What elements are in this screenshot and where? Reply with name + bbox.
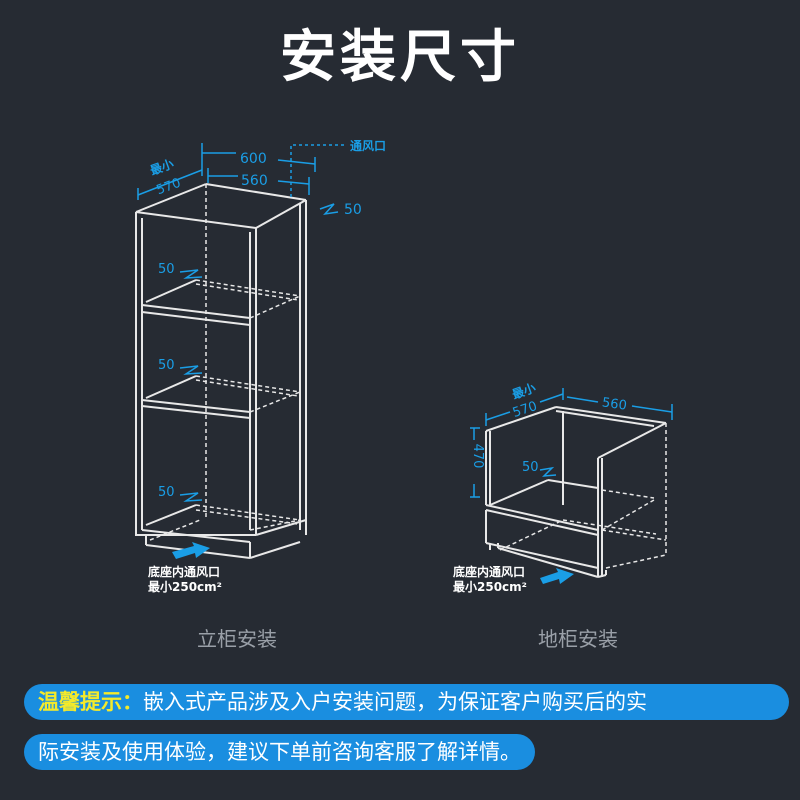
tall-min-label: 最小 [148,156,176,178]
tall-shelf-gap-1: 50 [158,262,175,277]
base-cabinet-caption: 地柜安装 [538,627,618,651]
tall-cabinet-hidden-lines [149,184,301,541]
tip-text-line2: 际安装及使用体验，建议下单前咨询客服了解详情。 [38,740,521,764]
base-cabinet-drawing [485,406,667,578]
base-vent-note-line1: 底座内通风口 [453,565,526,579]
tip-label: 温馨提示： [38,690,143,714]
base-vent-note: 底座内通风口 最小250cm² [453,565,527,595]
tall-vent-note-line2: 最小250cm² [148,580,222,594]
tip-text-line1: 嵌入式产品涉及入户安装问题，为保证客户购买后的实 [143,690,647,714]
tall-cabinet-drawing [135,183,307,559]
base-cabinet-hidden-lines [499,423,667,569]
base-vent-note-line2: 最小250cm² [453,580,527,594]
tall-width-inner-label: 560 [241,173,268,189]
tall-top-gap-label: 50 [344,202,362,218]
base-vent-arrow [540,568,574,584]
tall-cabinet-dimension-lines [137,143,339,502]
tall-shelf-gap-3: 50 [158,485,175,500]
tall-width-outer-label: 600 [240,151,267,167]
page-title: 安装尺寸 [280,25,520,90]
vent-dashed-line [290,144,345,197]
tall-vent-note-line1: 底座内通风口 [148,565,221,579]
base-width-label: 560 [601,395,628,413]
tall-cabinet-caption: 立柜安装 [197,627,277,651]
tip-bar-line1: 温馨提示：嵌入式产品涉及入户安装问题，为保证客户购买后的实 [24,684,789,720]
vent-label: 通风口 [350,138,386,153]
base-depth-label: 570 [511,399,539,421]
tall-vent-arrow [172,542,210,559]
base-cabinet-dimension-lines [470,388,673,498]
base-height-label: 470 [470,444,485,469]
tip-bar-line2: 际安装及使用体验，建议下单前咨询客服了解详情。 [24,734,535,770]
tall-vent-note: 底座内通风口 最小250cm² [148,565,222,595]
tall-shelf-gap-2: 50 [158,358,175,373]
base-shelf-gap-label: 50 [522,460,539,475]
